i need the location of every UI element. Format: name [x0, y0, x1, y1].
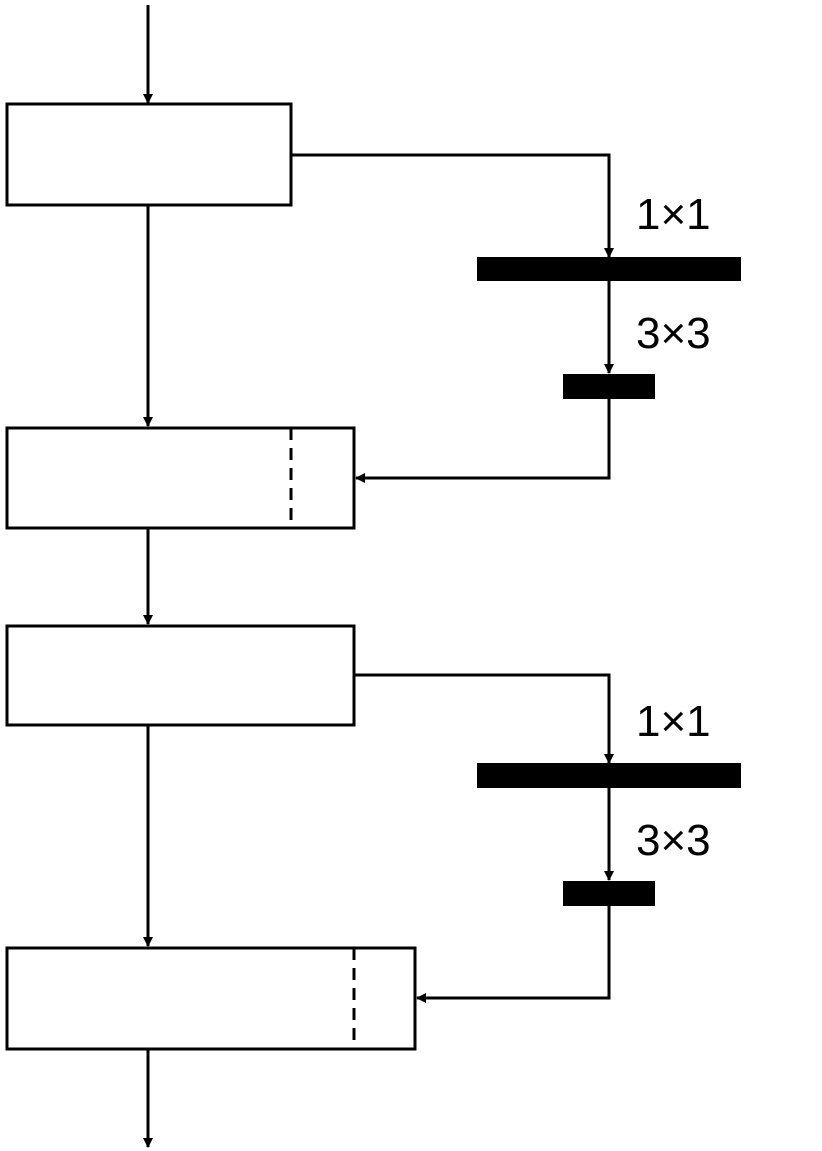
branch-2-conv-3x3-bar	[563, 881, 655, 906]
branch-2-output-line	[416, 906, 611, 1003]
branch-1-input-line	[291, 153, 614, 258]
branch-1-conv-3x3-label: 3×3	[636, 309, 711, 358]
feature-map-3	[5, 624, 356, 727]
branch-2-conv-3x3-label: 3×3	[636, 816, 711, 865]
branch-2-conv-1x1-label: 1×1	[636, 697, 711, 746]
branch-2-input-line	[354, 673, 614, 764]
branch-1-output-line	[355, 399, 611, 483]
branch-1-conv-1x1-bar	[477, 257, 741, 281]
branch-2-conv-1x1-bar	[477, 763, 741, 788]
feature-map-2-concat	[5, 426, 356, 530]
branch-1-conv-3x3-bar	[563, 374, 655, 399]
feature-map-1	[5, 102, 293, 207]
feature-map-4-concat	[5, 946, 417, 1051]
branch-1-conv-1x1-label: 1×1	[636, 190, 711, 239]
